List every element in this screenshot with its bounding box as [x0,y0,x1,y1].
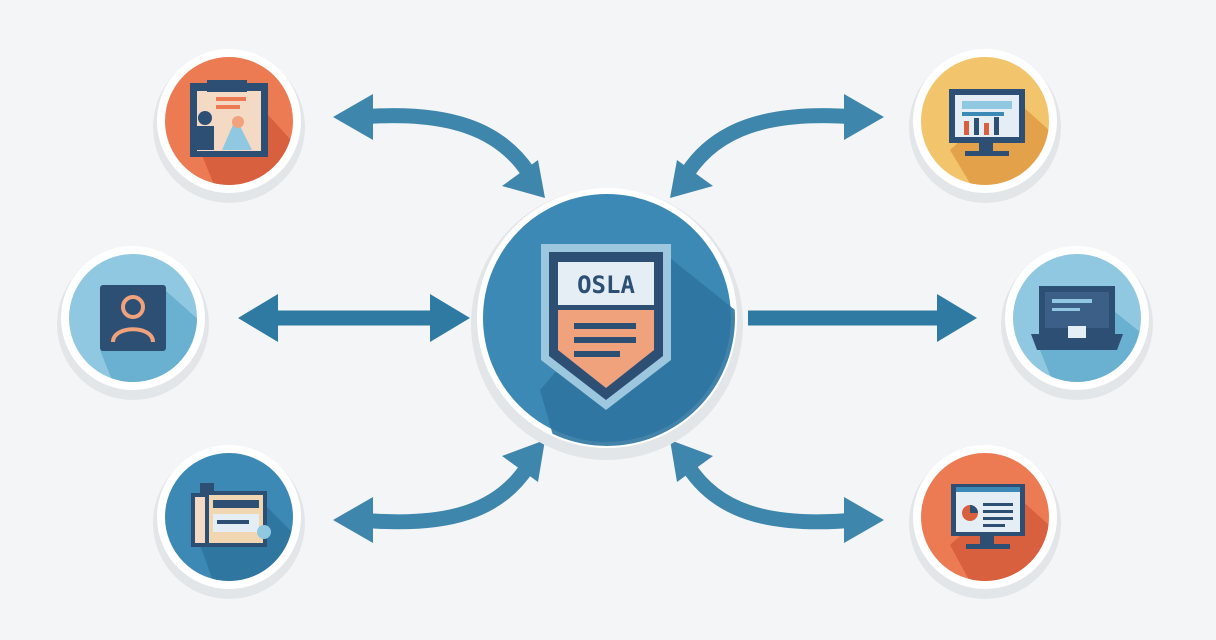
node-top-left [153,49,305,203]
documents-forms-icon [191,483,271,547]
node-bottom-left [153,445,305,599]
node-middle-right [1001,246,1153,400]
arrowhead-bottom-right-inner [670,440,713,482]
arrowhead-middle-left-inner [430,294,470,342]
arrowhead-top-right-inner [670,160,713,198]
node-top-right [909,49,1061,203]
node-middle-left [57,246,209,400]
arrowhead-bottom-right-outer [844,497,884,543]
arrow-bottom-left [359,461,535,530]
arrow-top-right [681,108,857,177]
laptop-icon [1031,286,1123,350]
hub-label: OSLA [577,271,635,299]
monitor-bar-chart-icon [949,89,1025,156]
node-bottom-right [909,445,1061,599]
arrowhead-bottom-left-outer [333,497,373,543]
monitor-report-icon [951,484,1025,549]
arrowhead-top-left-outer [333,94,373,140]
arrowhead-top-right-outer [844,94,884,140]
user-profile-icon [100,285,166,351]
clipboard-with-people-icon [190,80,268,157]
arrowhead-middle-left-outer [238,294,278,342]
shield-icon: OSLA [541,244,671,410]
arrow-top-left [359,108,535,177]
hub-node: OSLA [471,188,743,460]
arrow-bottom-right [681,461,857,530]
arrowhead-bottom-left-inner [502,440,545,482]
arrowhead-middle-right [937,294,977,342]
arrowhead-top-left-inner [502,160,545,198]
